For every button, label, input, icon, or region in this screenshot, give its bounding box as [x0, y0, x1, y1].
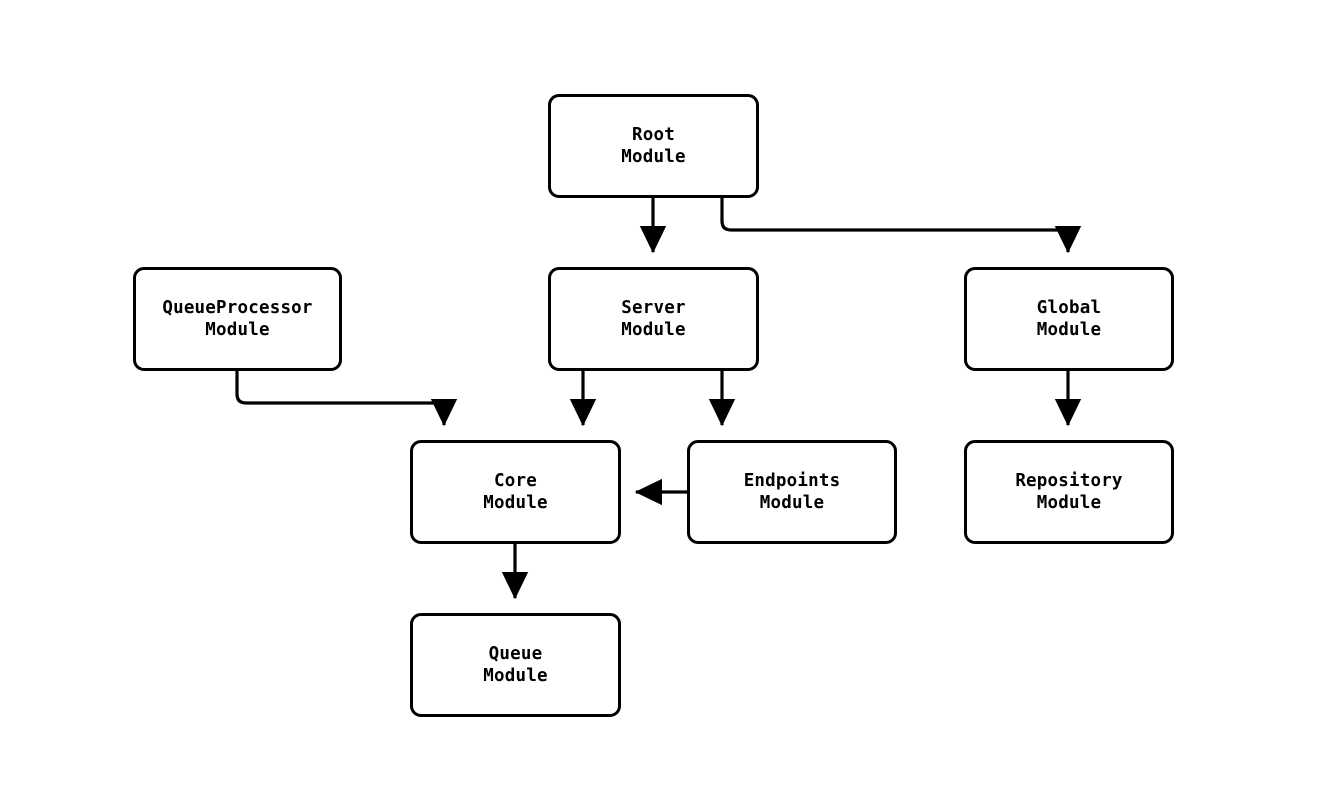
node-global-module[interactable]: Global Module	[964, 267, 1174, 371]
node-label-line1: Endpoints	[743, 471, 841, 491]
node-label-line1: Core	[494, 471, 537, 491]
node-label-line1: QueueProcessor	[162, 298, 313, 318]
node-server-module[interactable]: Server Module	[548, 267, 759, 371]
node-label-line1: Server	[621, 298, 686, 318]
node-core-module[interactable]: Core Module	[410, 440, 621, 544]
node-repository-module[interactable]: Repository Module	[964, 440, 1174, 544]
node-label-line1: Repository	[1015, 471, 1123, 491]
node-label-line2: Module	[759, 493, 825, 513]
node-label-line1: Queue	[488, 644, 543, 664]
node-label-line2: Module	[1036, 320, 1102, 340]
edge-root-to-global	[720, 198, 1082, 254]
node-queueprocessor-module[interactable]: QueueProcessor Module	[133, 267, 342, 371]
node-label-line2: Module	[621, 320, 686, 340]
node-queue-module[interactable]: Queue Module	[410, 613, 621, 717]
node-label-line2: Module	[483, 666, 548, 686]
node-label-line2: Module	[1036, 493, 1102, 513]
edge-queueprocessor-to-core	[235, 371, 458, 427]
node-label-line1: Global	[1036, 298, 1102, 318]
node-endpoints-module[interactable]: Endpoints Module	[687, 440, 897, 544]
node-label-line2: Module	[205, 320, 270, 340]
node-label-line2: Module	[621, 147, 686, 167]
node-root-module[interactable]: Root Module	[548, 94, 759, 198]
node-label-line1: Root	[632, 125, 675, 145]
node-label-line2: Module	[483, 493, 548, 513]
